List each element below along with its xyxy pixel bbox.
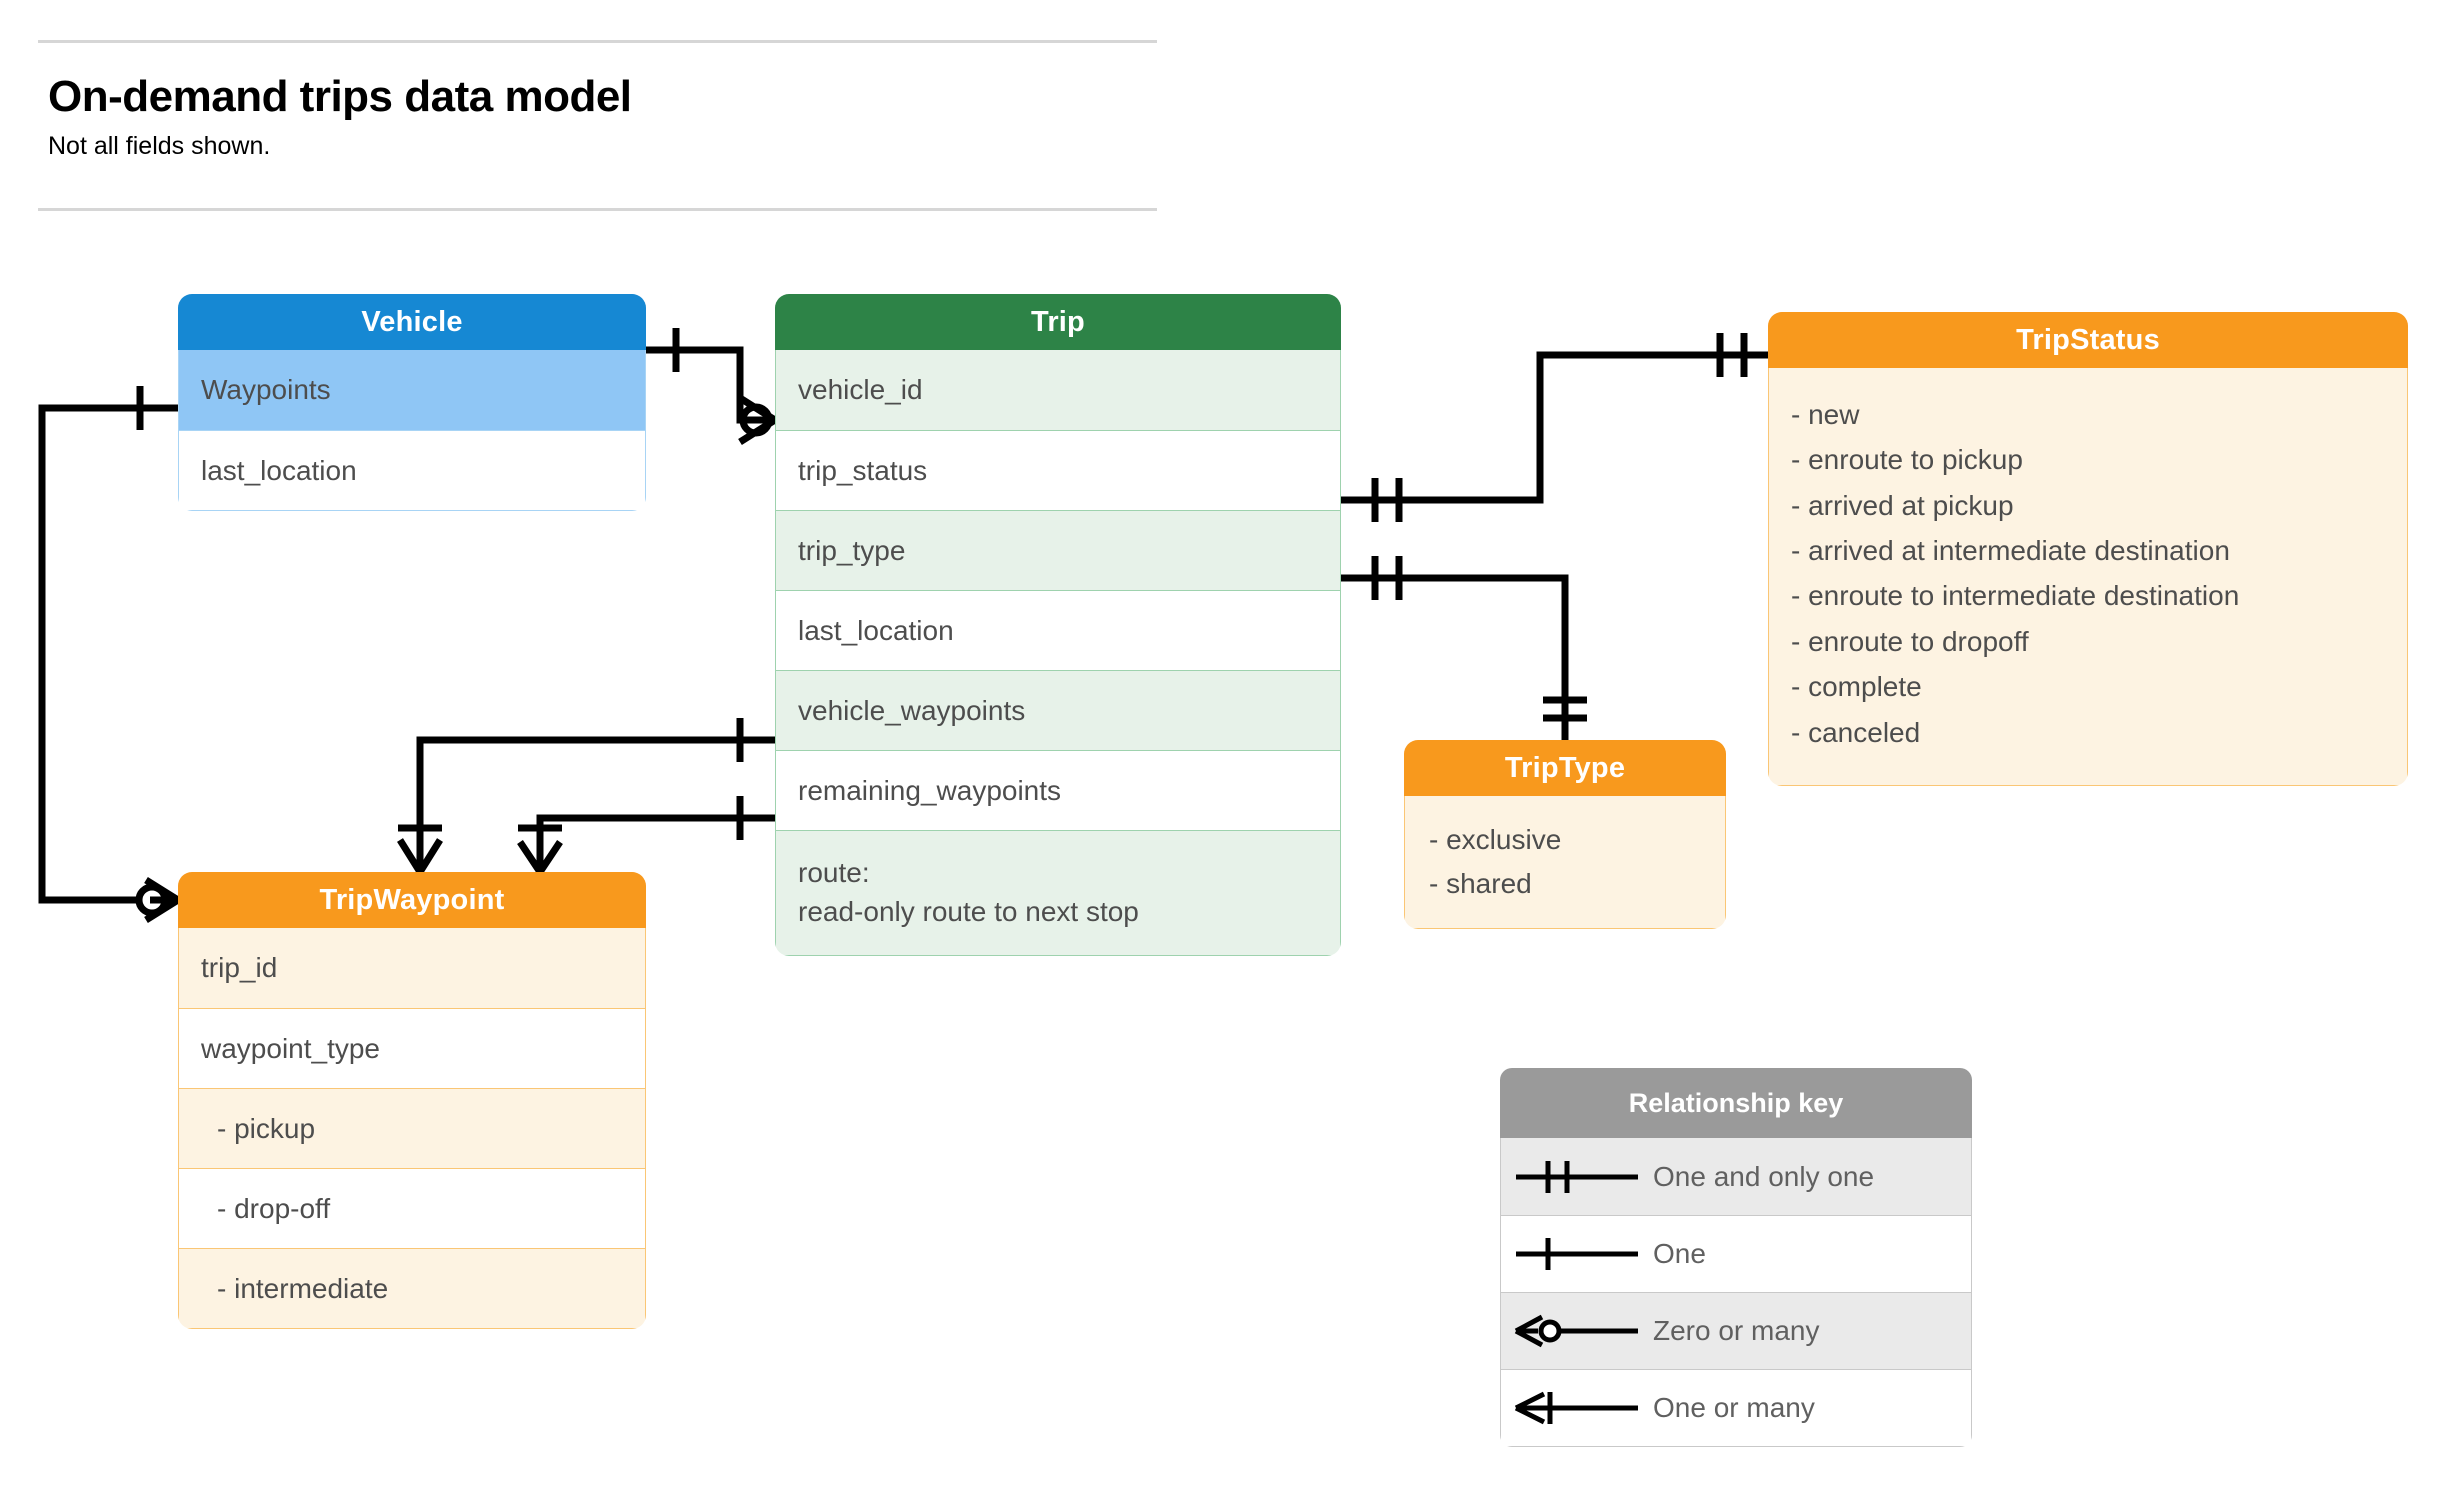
enum-enroute-to-pickup: - enroute to pickup: [1791, 444, 2023, 476]
link-remaining-waypoints-field: [536, 814, 775, 872]
field-last-location[interactable]: last_location: [179, 430, 645, 510]
enum-enroute-to-intermediate-destination: - enroute to intermediate destination: [1791, 580, 2240, 612]
enum-arrived-at-pickup: - arrived at pickup: [1791, 489, 2014, 521]
one-and-only-one-icon: [1501, 1154, 1653, 1200]
field-vehicle-waypoints[interactable]: vehicle_waypoints: [776, 670, 1340, 750]
field-waypoint-type[interactable]: waypoint_type: [179, 1008, 645, 1088]
enum-complete: - complete: [1791, 671, 1922, 703]
enum-pickup: - pickup: [179, 1088, 645, 1168]
enum-drop-off: - drop-off: [179, 1168, 645, 1248]
link-trip-status: [1341, 351, 1768, 504]
field-trip-type[interactable]: trip_type: [776, 510, 1340, 590]
field-vehicle-id[interactable]: vehicle_id: [776, 350, 1340, 430]
entity-tripwaypoint-title: TripWaypoint: [178, 872, 646, 928]
top-divider: [38, 40, 1157, 43]
enum-shared: - shared: [1429, 868, 1532, 900]
enum-canceled: - canceled: [1791, 716, 1921, 748]
entity-trip-title: Trip: [775, 294, 1341, 350]
entity-tripstatus-title: TripStatus: [1768, 312, 2408, 368]
field-trip-last-location[interactable]: last_location: [776, 590, 1340, 670]
field-remaining-waypoints[interactable]: remaining_waypoints: [776, 750, 1340, 830]
enum-exclusive: - exclusive: [1429, 824, 1562, 855]
key-row-one-or-many: One or many: [1501, 1369, 1971, 1446]
entity-vehicle[interactable]: Vehicle Waypoints last_location: [178, 294, 646, 511]
key-label-one-or-many: One or many: [1653, 1392, 1815, 1423]
link-vehicle-waypoints-field: [416, 736, 775, 872]
field-waypoints[interactable]: Waypoints: [179, 350, 645, 430]
relationship-key: Relationship key One and only one: [1500, 1068, 1972, 1447]
entity-triptype[interactable]: TripType - exclusive - shared: [1404, 740, 1726, 930]
entity-tripstatus-values: - new - enroute to pickup - arrived at p…: [1768, 368, 2408, 786]
enum-intermediate: - intermediate: [179, 1248, 645, 1328]
enum-enroute-to-dropoff: - enroute to dropoff: [1791, 625, 2029, 657]
page-title: On-demand trips data model: [48, 72, 632, 121]
link-vehicle-waypoints-tripwaypoint: [38, 404, 178, 904]
entity-tripwaypoint[interactable]: TripWaypoint trip_id waypoint_type - pic…: [178, 872, 646, 1329]
key-row-zero-or-many: Zero or many: [1501, 1292, 1971, 1369]
enum-arrived-at-intermediate-destination: - arrived at intermediate destination: [1791, 535, 2230, 567]
entity-triptype-title: TripType: [1404, 740, 1726, 796]
entity-trip[interactable]: Trip vehicle_id trip_status trip_type la…: [775, 294, 1341, 956]
entity-tripstatus[interactable]: TripStatus - new - enroute to pickup - a…: [1768, 312, 2408, 786]
key-row-one: One: [1501, 1215, 1971, 1292]
field-trip-id[interactable]: trip_id: [179, 928, 645, 1008]
key-label-one-and-only-one: One and only one: [1653, 1160, 1875, 1192]
entity-trip-fields: vehicle_id trip_status trip_type last_lo…: [775, 350, 1341, 956]
enum-new: - new: [1791, 399, 1860, 430]
entity-tripwaypoint-fields: trip_id waypoint_type - pickup - drop-of…: [178, 928, 646, 1329]
entity-vehicle-title: Vehicle: [178, 294, 646, 350]
one-icon: [1501, 1231, 1653, 1277]
link-vehicle-trip: [646, 346, 775, 424]
field-route-line1: route:: [798, 857, 870, 889]
bottom-divider: [38, 208, 1157, 211]
key-label-one: One: [1653, 1238, 1706, 1269]
field-route[interactable]: route: read-only route to next stop: [776, 830, 1340, 955]
field-route-line2: read-only route to next stop: [798, 896, 1139, 927]
field-trip-status[interactable]: trip_status: [776, 430, 1340, 510]
entity-vehicle-fields: Waypoints last_location: [178, 350, 646, 511]
one-or-many-icon: [1501, 1385, 1653, 1431]
relationship-key-rows: One and only one One: [1500, 1138, 1972, 1447]
link-trip-type: [1341, 574, 1569, 740]
page-subtitle: Not all fields shown.: [48, 132, 271, 160]
key-label-zero-or-many: Zero or many: [1653, 1315, 1820, 1346]
zero-or-many-icon: [1501, 1308, 1653, 1354]
key-row-one-and-only-one: One and only one: [1501, 1138, 1971, 1215]
entity-triptype-values: - exclusive - shared: [1404, 796, 1726, 930]
relationship-key-title: Relationship key: [1500, 1068, 1972, 1138]
